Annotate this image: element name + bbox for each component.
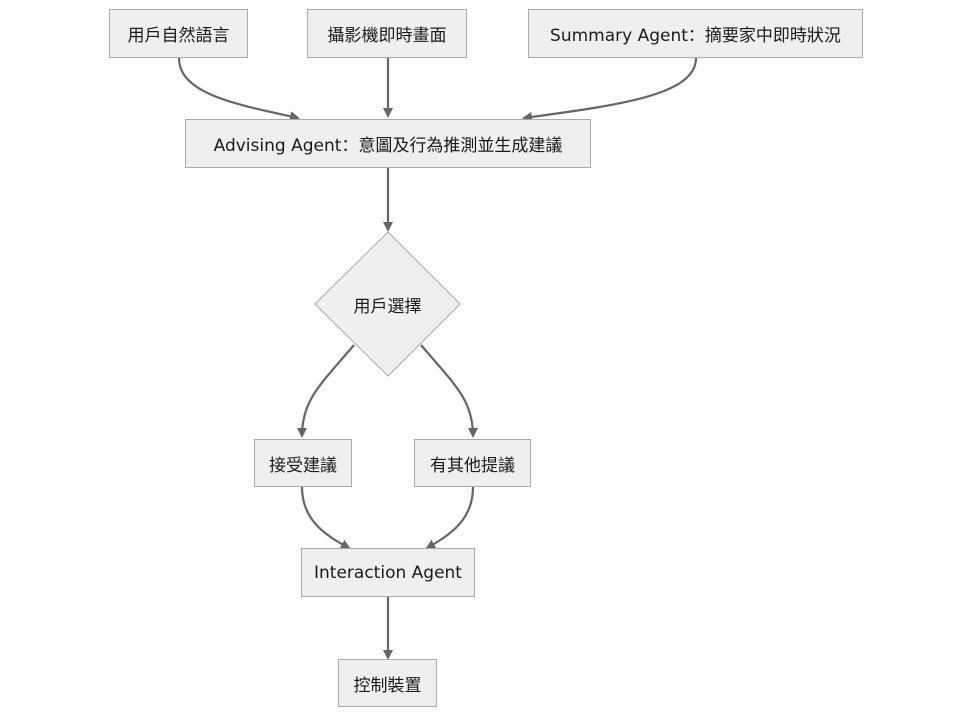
node-user-choice-label: 用戶選擇 [353, 297, 422, 317]
node-other: 有其他提議 [414, 439, 531, 487]
node-summary-agent: Summary Agent：摘要家中即時狀況 [528, 9, 863, 58]
node-camera-feed: 攝影機即時畫面 [307, 9, 467, 58]
node-control-device-label: 控制裝置 [353, 675, 422, 696]
edge-other-to-interaction [425, 486, 475, 549]
node-accept: 接受建議 [254, 439, 352, 487]
node-summary-agent-label: Summary Agent：摘要家中即時狀況 [550, 26, 841, 46]
node-advising-agent-label: Advising Agent：意圖及行為推測並生成建議 [213, 136, 563, 156]
edge-summary-to-advising [522, 57, 698, 122]
edge-choice-to-other [420, 344, 478, 438]
edge-choice-to-accept [297, 344, 355, 438]
edge-user-language-to-advising [177, 57, 300, 122]
node-camera-feed-label: 攝影機即時畫面 [327, 26, 447, 46]
node-control-device: 控制裝置 [338, 659, 437, 707]
node-accept-label: 接受建議 [269, 455, 337, 476]
node-user-choice: 用戶選擇 [315, 232, 460, 377]
node-interaction-agent-label: Interaction Agent [314, 562, 462, 583]
edge-accept-to-interaction [300, 486, 351, 549]
node-other-label: 有其他提議 [430, 455, 515, 476]
decision-diamond-shape [314, 231, 461, 377]
node-user-language: 用戶自然語言 [109, 9, 248, 58]
node-user-language-label: 用戶自然語言 [127, 26, 230, 46]
node-interaction-agent: Interaction Agent [301, 548, 475, 597]
node-advising-agent: Advising Agent：意圖及行為推測並生成建議 [185, 119, 591, 168]
